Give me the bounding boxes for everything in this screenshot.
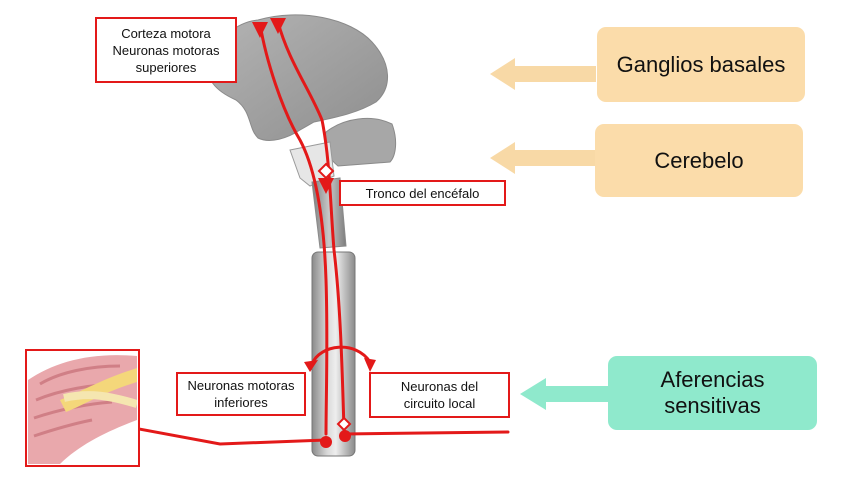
sensory-afferents-box: Aferencias sensitivas (608, 356, 817, 430)
sensory-afferents-arrow (520, 378, 610, 410)
upper-motor-neuron-body-right (270, 18, 286, 34)
local-circuit-neuron-body (339, 430, 351, 442)
basal-ganglia-box: Ganglios basales (597, 27, 805, 102)
arc-arrowhead-right (364, 358, 376, 372)
brainstem-label: Tronco del encéfalo (339, 180, 506, 206)
upper-motor-neuron-axon-right (276, 20, 346, 432)
cerebellum-arrow (490, 142, 596, 174)
local-circuit-line (342, 430, 510, 436)
peripheral-motor-nerve (110, 422, 328, 446)
upper-motor-neuron-body-left (252, 22, 268, 38)
basal-ganglia-arrow (490, 58, 596, 90)
muscle-inset (25, 349, 140, 467)
local-circuit-neurons-label: Neuronas del circuito local (369, 372, 510, 418)
brainstem-synapse-marker (317, 162, 335, 180)
brainstem-neuron-body (318, 178, 334, 194)
arc-arrowhead-left (304, 360, 318, 372)
spinal-synapse-marker (336, 416, 352, 432)
lower-motor-neuron-body (320, 436, 332, 448)
upper-motor-neuron-axon-left (258, 22, 329, 436)
interneuron-arc (310, 345, 372, 366)
lower-motor-neurons-label: Neuronas motoras inferiores (176, 372, 306, 416)
motor-pathway (110, 20, 510, 446)
cerebellum-box: Cerebelo (595, 124, 803, 197)
cerebellum-shape (324, 118, 397, 167)
motor-cortex-label: Corteza motora Neuronas motoras superior… (95, 17, 237, 83)
